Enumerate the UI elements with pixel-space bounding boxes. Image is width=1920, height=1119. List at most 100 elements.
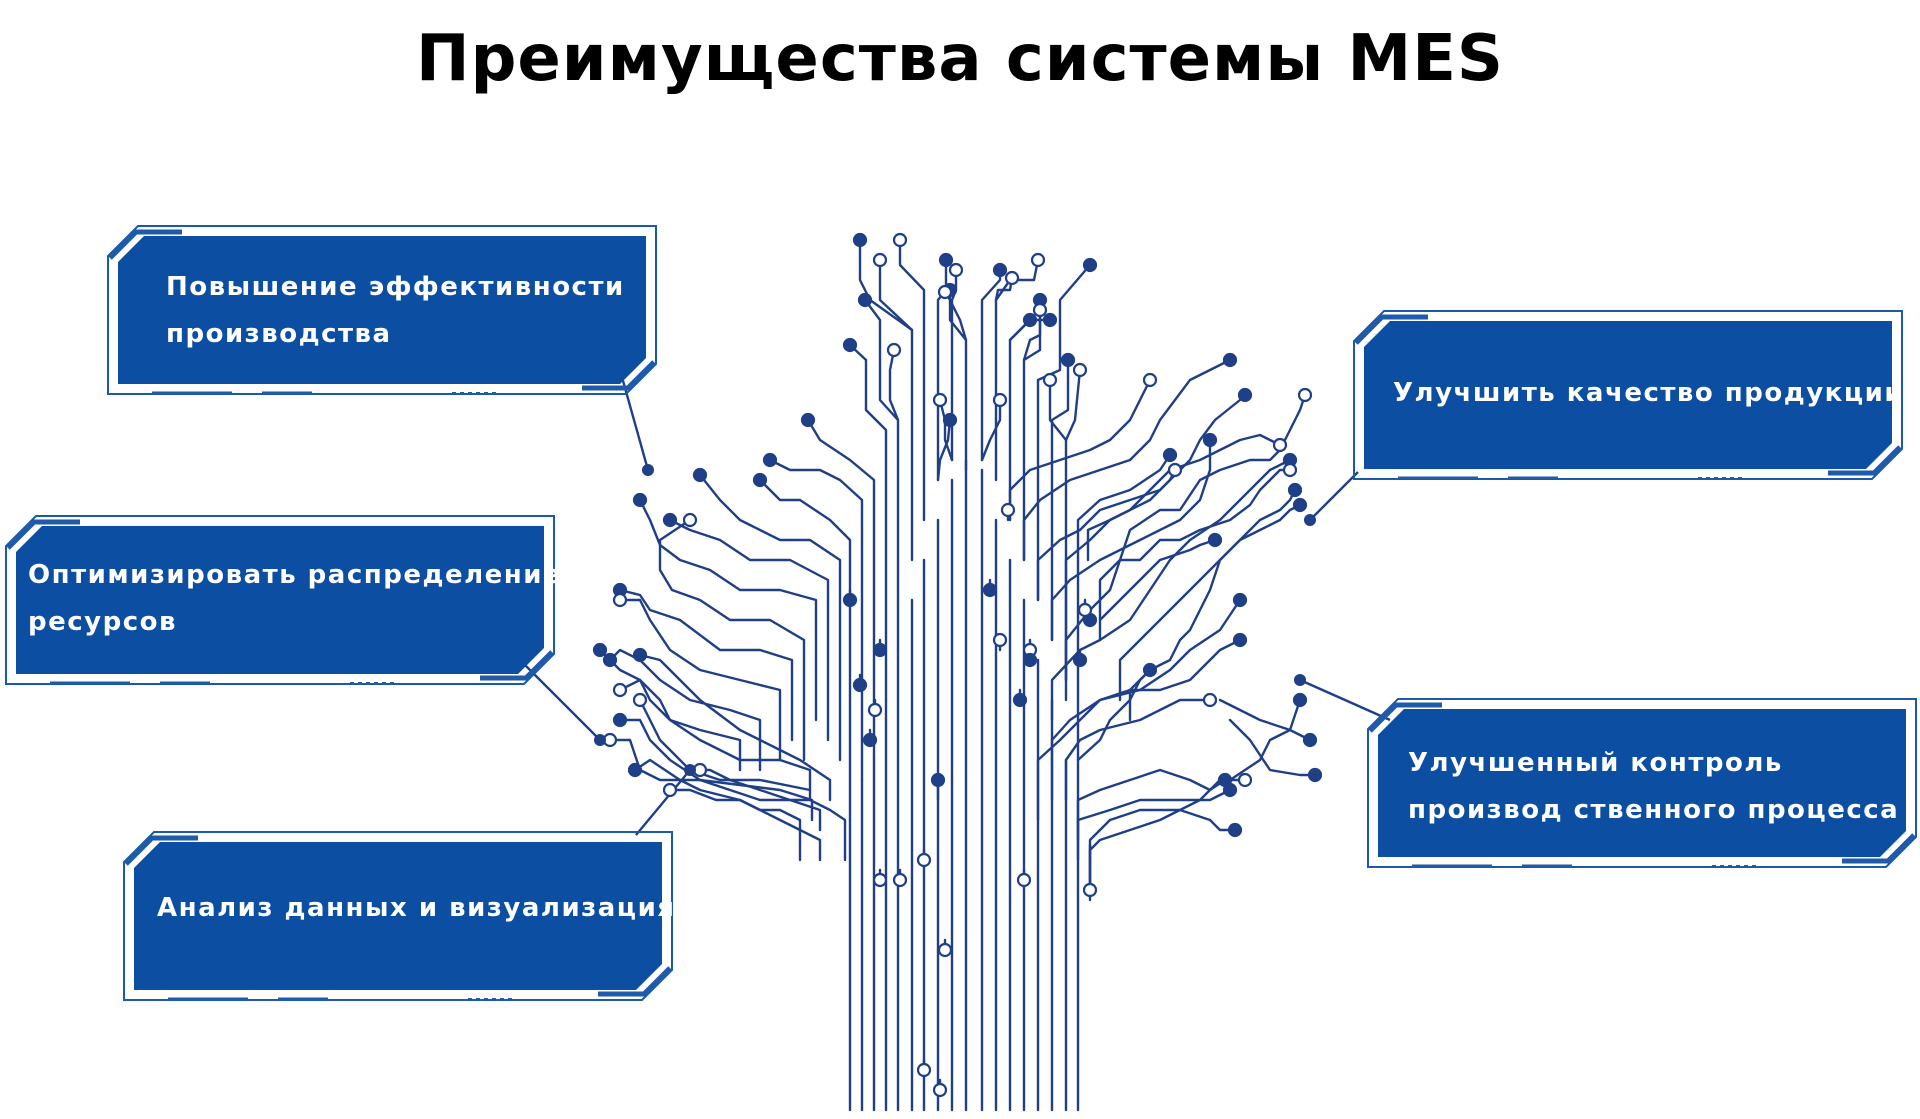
branch-trace: [898, 238, 926, 522]
branch-trace: [1076, 788, 1232, 862]
branch-trace: [1228, 718, 1317, 777]
node-dot-filled: [1082, 257, 1098, 273]
node-dot-filled: [592, 642, 608, 658]
branch-trace: [1036, 598, 1242, 822]
node-dot-filled: [842, 592, 858, 608]
node-dot-filled: [752, 472, 768, 488]
branch-trace: [608, 738, 822, 832]
node-dot-filled: [857, 292, 873, 308]
node-dot-hollow: [892, 232, 908, 248]
branch-trace: [598, 648, 742, 772]
branch-trace: [1088, 778, 1247, 892]
node-dot-filled: [1287, 482, 1303, 498]
branch-trace: [1098, 468, 1292, 622]
node-dot-filled: [662, 512, 678, 528]
node-dot-filled: [627, 762, 643, 778]
node-dot-filled: [1162, 447, 1178, 463]
node-dot-hollow: [932, 1082, 948, 1098]
benefit-cards: [5, 225, 1917, 1001]
branch-trace: [638, 498, 818, 722]
node-dot-filled: [612, 712, 628, 728]
branch-trace: [858, 238, 914, 332]
connector-line: [1299, 678, 1391, 722]
node-dot-filled: [762, 452, 778, 468]
branch-trace: [994, 258, 1040, 482]
card-body: [1378, 709, 1906, 857]
node-dot-hollow: [872, 872, 888, 888]
node-dot-filled: [872, 642, 888, 658]
card-outline: [5, 515, 555, 685]
node-dot-filled: [1232, 632, 1248, 648]
card-corner-accent: [582, 360, 656, 391]
node-dot-filled: [1022, 652, 1038, 668]
card-corner-accent: [1828, 445, 1902, 476]
branch-trace: [1008, 318, 1052, 522]
node-dot-hollow: [1282, 462, 1298, 478]
card-outline: [1353, 310, 1903, 480]
node-dot-filled: [1042, 312, 1058, 328]
node-dot-hollow: [1237, 772, 1253, 788]
node-dot-filled: [1207, 532, 1223, 548]
node-dot-hollow: [682, 512, 698, 528]
node-dot-hollow: [1000, 502, 1016, 518]
branch-trace: [878, 258, 914, 562]
card-corner-accent: [598, 966, 672, 997]
branch-trace: [768, 458, 864, 782]
connector-line: [635, 769, 691, 836]
branch-trace: [848, 343, 888, 702]
branch-trace: [698, 473, 842, 762]
branch-trace: [1022, 308, 1042, 362]
benefit-card-4: [1353, 310, 1903, 480]
node-dot-filled: [1232, 592, 1248, 608]
branch-trace: [863, 298, 900, 652]
node-dot-hollow: [992, 632, 1008, 648]
card-body: [118, 236, 646, 384]
node-dot-filled: [1060, 352, 1076, 368]
benefit-card-5-text: Улучшенный контроль производ ственного п…: [1408, 740, 1899, 834]
node-dot-hollow: [1004, 270, 1020, 286]
benefit-5-line-1: Улучшенный контроль: [1408, 748, 1783, 778]
node-dot-hollow: [892, 872, 908, 888]
benefit-4-line-1: Улучшить качество продукции: [1393, 378, 1905, 408]
benefit-card-1: [107, 225, 657, 395]
branch-trace: [938, 398, 954, 462]
branch-trace: [950, 268, 958, 462]
branch-trace: [608, 648, 762, 772]
node-dot-hollow: [1167, 462, 1183, 478]
branch-trace: [1050, 358, 1070, 642]
node-dot-filled: [982, 582, 998, 598]
branch-trace: [633, 758, 822, 862]
node-dot-hollow: [916, 1062, 932, 1078]
branch-trace: [618, 598, 782, 762]
branch-trace: [943, 290, 968, 342]
card-outline: [107, 225, 657, 395]
branch-trace: [1118, 488, 1297, 702]
node-dot-filled: [930, 772, 946, 788]
connector-dot: [642, 464, 654, 476]
branch-trace: [1064, 368, 1082, 442]
node-dot-filled: [602, 652, 618, 668]
card-corner-accent: [1354, 314, 1428, 345]
node-dot-hollow: [1202, 692, 1218, 708]
benefit-card-3-text: Анализ данных и визуализация: [157, 885, 676, 932]
branch-trace: [1086, 433, 1282, 562]
card-corner-accent: [480, 650, 554, 681]
benefit-card-2-text: Оптимизировать распределение ресурсов: [28, 552, 562, 646]
node-dot-hollow: [1072, 362, 1088, 378]
node-dot-hollow: [1032, 302, 1048, 318]
branch-trace: [936, 418, 952, 482]
branch-trace: [1088, 808, 1237, 902]
benefit-card-5: [1367, 698, 1917, 868]
branch-trace: [1064, 698, 1212, 802]
circuit-traces: [598, 238, 1317, 1112]
node-dot-hollow: [1142, 372, 1158, 388]
benefit-5-line-2: производ ственного процесса: [1408, 795, 1900, 825]
node-dot-filled: [852, 677, 868, 693]
node-dot-filled: [1022, 312, 1038, 328]
node-dot-hollow: [1030, 252, 1046, 268]
node-dot-hollow: [932, 392, 948, 408]
branch-trace: [806, 418, 876, 762]
card-corner-accent: [124, 835, 198, 866]
branch-trace: [658, 518, 806, 762]
